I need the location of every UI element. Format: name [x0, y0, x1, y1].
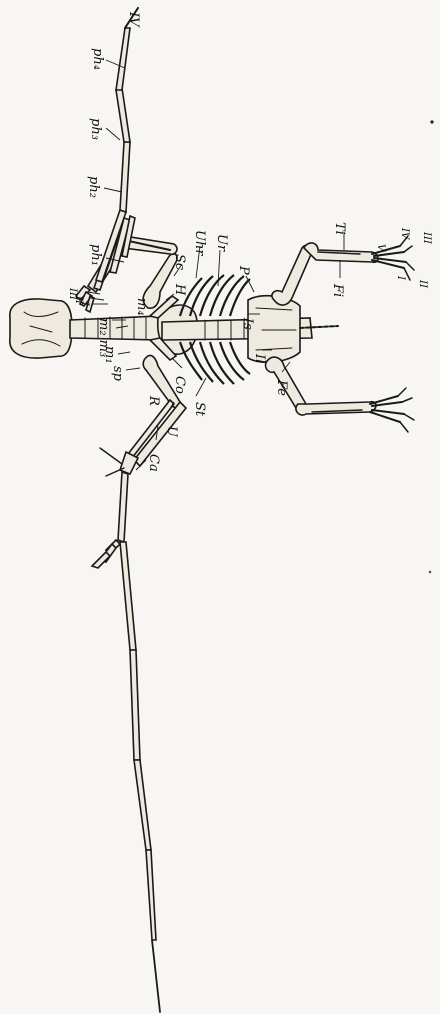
label-IV-top: IV: [126, 11, 141, 28]
label-IV-foot: IV: [399, 227, 410, 241]
label-Ur: Ur: [214, 234, 229, 252]
upper-femur: [272, 245, 313, 305]
label-sp: sp: [110, 366, 125, 382]
lower-wing-metacarpals: [118, 472, 128, 542]
label-P: P: [236, 265, 251, 275]
label-R: R: [146, 395, 161, 406]
label-Is: Is: [240, 317, 255, 330]
label-Fi: Fi: [330, 283, 345, 297]
label-Fe: Fe: [274, 379, 289, 396]
lower-wing-digit-IV: [120, 542, 160, 1012]
label-Co: Co: [172, 376, 187, 394]
label-m4: m₄: [134, 298, 149, 316]
label-Uhr: Uhr: [192, 230, 207, 256]
label-Ti: Ti: [332, 222, 347, 235]
label-II-foot: II: [417, 279, 428, 289]
skull: [10, 299, 72, 358]
label-H: H: [172, 283, 187, 296]
lower-foot: [370, 388, 414, 432]
label-Ca: Ca: [146, 454, 161, 472]
lower-tibia: [296, 402, 376, 415]
label-ph2: ph₂: [86, 176, 101, 198]
stray-dot-bottom: [429, 571, 431, 573]
label-ph4: ph₄: [90, 48, 105, 70]
label-III-foot: III: [421, 231, 432, 245]
label-Il: Il: [252, 353, 267, 363]
upper-foot: [372, 236, 414, 280]
label-ph1: ph₁: [88, 244, 103, 266]
label-Sc: Sc: [172, 254, 187, 271]
label-ph3: ph₃: [88, 118, 103, 140]
label-I-foot: I: [395, 275, 406, 281]
label-m1: m₁: [102, 346, 117, 364]
label-St: St: [192, 402, 207, 417]
lower-wing-digits-short: [92, 540, 120, 568]
stray-dot-top: [430, 120, 433, 123]
label-U: U: [164, 426, 179, 438]
